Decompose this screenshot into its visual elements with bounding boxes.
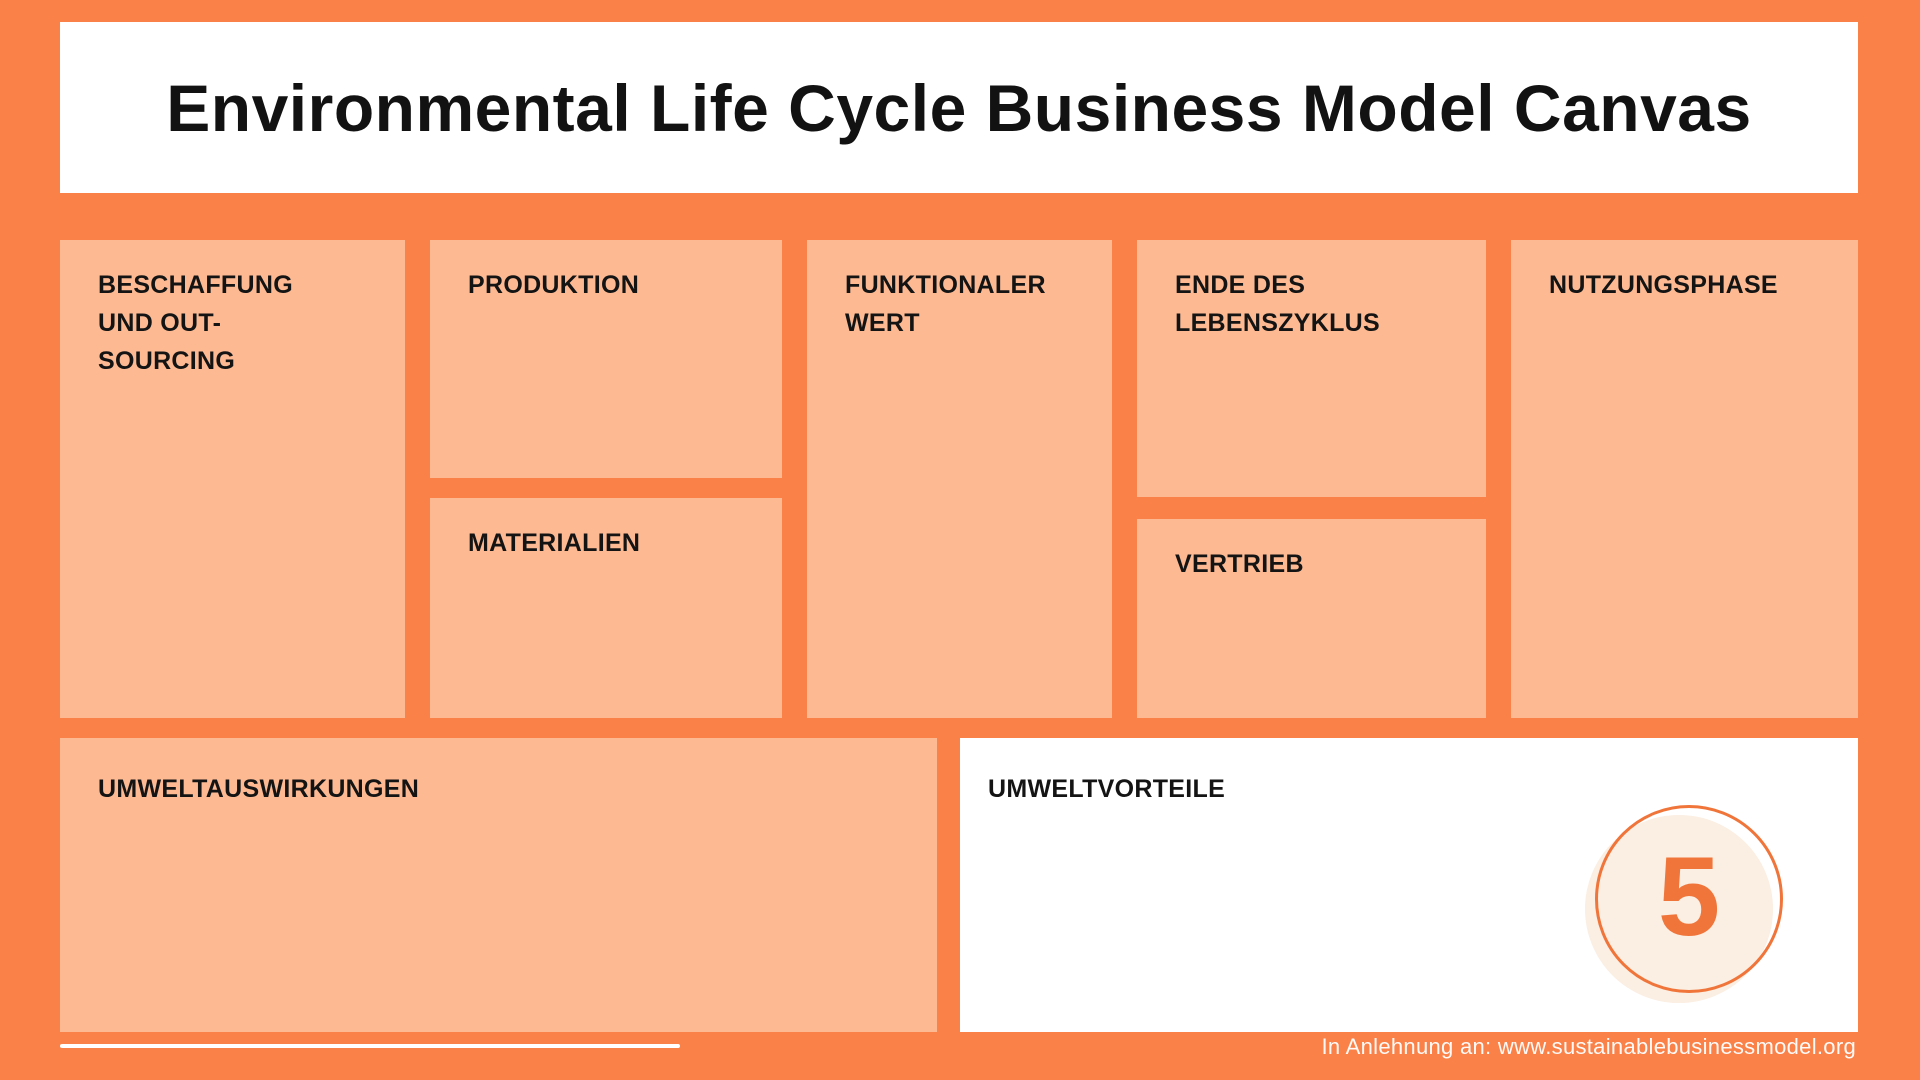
step-number: 5	[1657, 834, 1721, 959]
box-beschaffung-und-outsourcing[interactable]: BESCHAFFUNG UND OUT- SOURCING	[60, 240, 405, 718]
underline-rule	[60, 1044, 680, 1048]
box-label: ENDE DES LEBENSZYKLUS	[1175, 271, 1381, 337]
box-materialien[interactable]: MATERIALIEN	[430, 498, 782, 718]
box-label: VERTRIEB	[1175, 550, 1304, 578]
box-label: PRODUKTION	[468, 271, 640, 299]
box-label: UMWELTVORTEILE	[988, 775, 1226, 803]
box-label: FUNKTIONALER WERT	[845, 271, 1046, 337]
step-badge: 5	[1595, 805, 1783, 993]
box-vertrieb[interactable]: VERTRIEB	[1137, 519, 1486, 718]
box-label: NUTZUNGSPHASE	[1549, 271, 1778, 299]
footer-attribution: In Anlehnung an: www.sustainablebusiness…	[1321, 1034, 1856, 1059]
box-funktionaler-wert[interactable]: FUNKTIONALER WERT	[807, 240, 1112, 718]
box-nutzungsphase[interactable]: NUTZUNGSPHASE	[1511, 240, 1858, 718]
box-ende-des-lebenszyklus[interactable]: ENDE DES LEBENSZYKLUS	[1137, 240, 1486, 497]
box-label: MATERIALIEN	[468, 529, 641, 557]
box-produktion[interactable]: PRODUKTION	[430, 240, 782, 478]
title-bar: Environmental Life Cycle Business Model …	[60, 22, 1858, 193]
page-title: Environmental Life Cycle Business Model …	[166, 70, 1752, 145]
box-umweltauswirkungen[interactable]: UMWELTAUSWIRKUNGEN	[60, 738, 937, 1032]
box-label: UMWELTAUSWIRKUNGEN	[98, 775, 420, 803]
box-label: BESCHAFFUNG UND OUT- SOURCING	[98, 271, 293, 375]
